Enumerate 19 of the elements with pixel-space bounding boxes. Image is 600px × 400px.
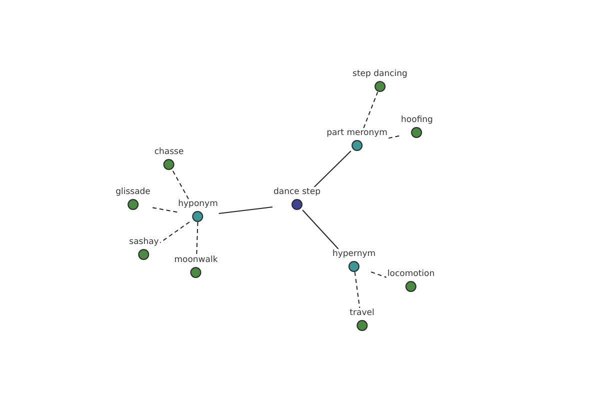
dashed-connector (159, 222, 190, 244)
dashed-connector (363, 92, 378, 128)
node-label: dance step (272, 187, 322, 198)
node-label: sashay (128, 237, 160, 248)
node-label: glissade (114, 187, 152, 198)
dashed-connector (354, 272, 360, 308)
dashed-connector (388, 135, 401, 139)
node-label: hoofing (400, 115, 434, 126)
connector-line (302, 210, 339, 250)
node-label: hypernym (331, 249, 377, 260)
connector-line (218, 206, 273, 214)
dashed-connector (196, 222, 198, 256)
node-label: part meronym (326, 128, 388, 139)
connector-line (314, 150, 352, 188)
dashed-connector (172, 170, 190, 200)
dashed-connector (370, 272, 387, 278)
node-label: hyponym (177, 199, 219, 210)
dashed-connector (150, 206, 178, 213)
node-label: step dancing (352, 69, 408, 80)
